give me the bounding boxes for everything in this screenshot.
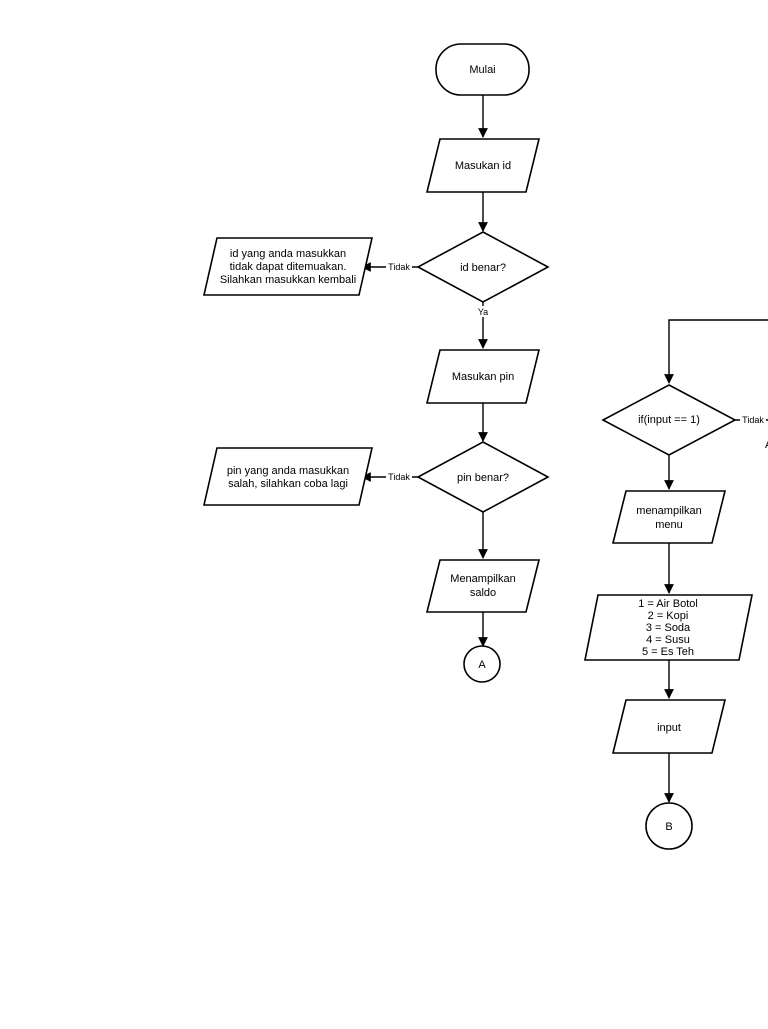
input-pin-parallelogram bbox=[425, 349, 541, 404]
menu-item-4: 4 = Susu bbox=[646, 634, 690, 646]
start-label: Mulai bbox=[469, 64, 495, 76]
connector-a-label: A bbox=[478, 659, 486, 671]
input-id-parallelogram bbox=[425, 138, 541, 193]
check-pin-label: pin benar? bbox=[457, 472, 509, 484]
id-yes-label: Ya bbox=[478, 307, 488, 317]
id-yes-label-bg bbox=[474, 306, 492, 317]
connector-b-label: B bbox=[665, 821, 672, 833]
id-error-line3: Silahkan masukkan kembali bbox=[220, 274, 356, 286]
input-label: input bbox=[657, 722, 681, 734]
menu-item-1: 1 = Air Botol bbox=[638, 598, 698, 610]
pin-no-label: Tidak bbox=[388, 472, 410, 482]
show-balance-parallelogram bbox=[425, 559, 541, 613]
input-pin-label: Masukan pin bbox=[452, 371, 514, 383]
input-no-label: Tidak bbox=[742, 415, 764, 425]
menu-item-2: 2 = Kopi bbox=[648, 610, 689, 622]
id-error-parallelogram bbox=[202, 237, 374, 296]
show-menu-line1: menampilkan bbox=[636, 505, 701, 517]
id-error-line2: tidak dapat ditemuakan. bbox=[230, 261, 347, 273]
connector-a bbox=[463, 645, 501, 683]
pin-error-line2: salah, silahkan coba lagi bbox=[228, 478, 348, 490]
show-balance-line2: saldo bbox=[470, 587, 496, 599]
show-menu-line2: menu bbox=[655, 519, 683, 531]
id-no-label: Tidak bbox=[388, 262, 410, 272]
check-input-label: if(input == 1) bbox=[638, 414, 700, 426]
pin-error-parallelogram bbox=[202, 447, 374, 506]
pin-error-line1: pin yang anda masukkan bbox=[227, 465, 349, 477]
cut-off-letter: A bbox=[765, 439, 768, 451]
input-parallelogram bbox=[611, 699, 727, 754]
menu-items-parallelogram bbox=[584, 594, 753, 661]
connector-b bbox=[645, 802, 693, 850]
input-no-label-bg bbox=[740, 414, 766, 426]
pin-no-label-bg bbox=[386, 471, 412, 483]
menu-item-5: 5 = Es Teh bbox=[642, 646, 694, 658]
menu-item-3: 3 = Soda bbox=[646, 622, 691, 634]
input-id-label: Masukan id bbox=[455, 160, 511, 172]
id-no-label-bg bbox=[386, 261, 412, 273]
show-balance-line1: Menampilkan bbox=[450, 573, 515, 585]
edge-loop-into-check bbox=[664, 319, 768, 384]
check-id-label: id benar? bbox=[460, 262, 506, 274]
id-error-line1: id yang anda masukkan bbox=[230, 248, 346, 260]
show-menu-parallelogram bbox=[611, 490, 727, 544]
